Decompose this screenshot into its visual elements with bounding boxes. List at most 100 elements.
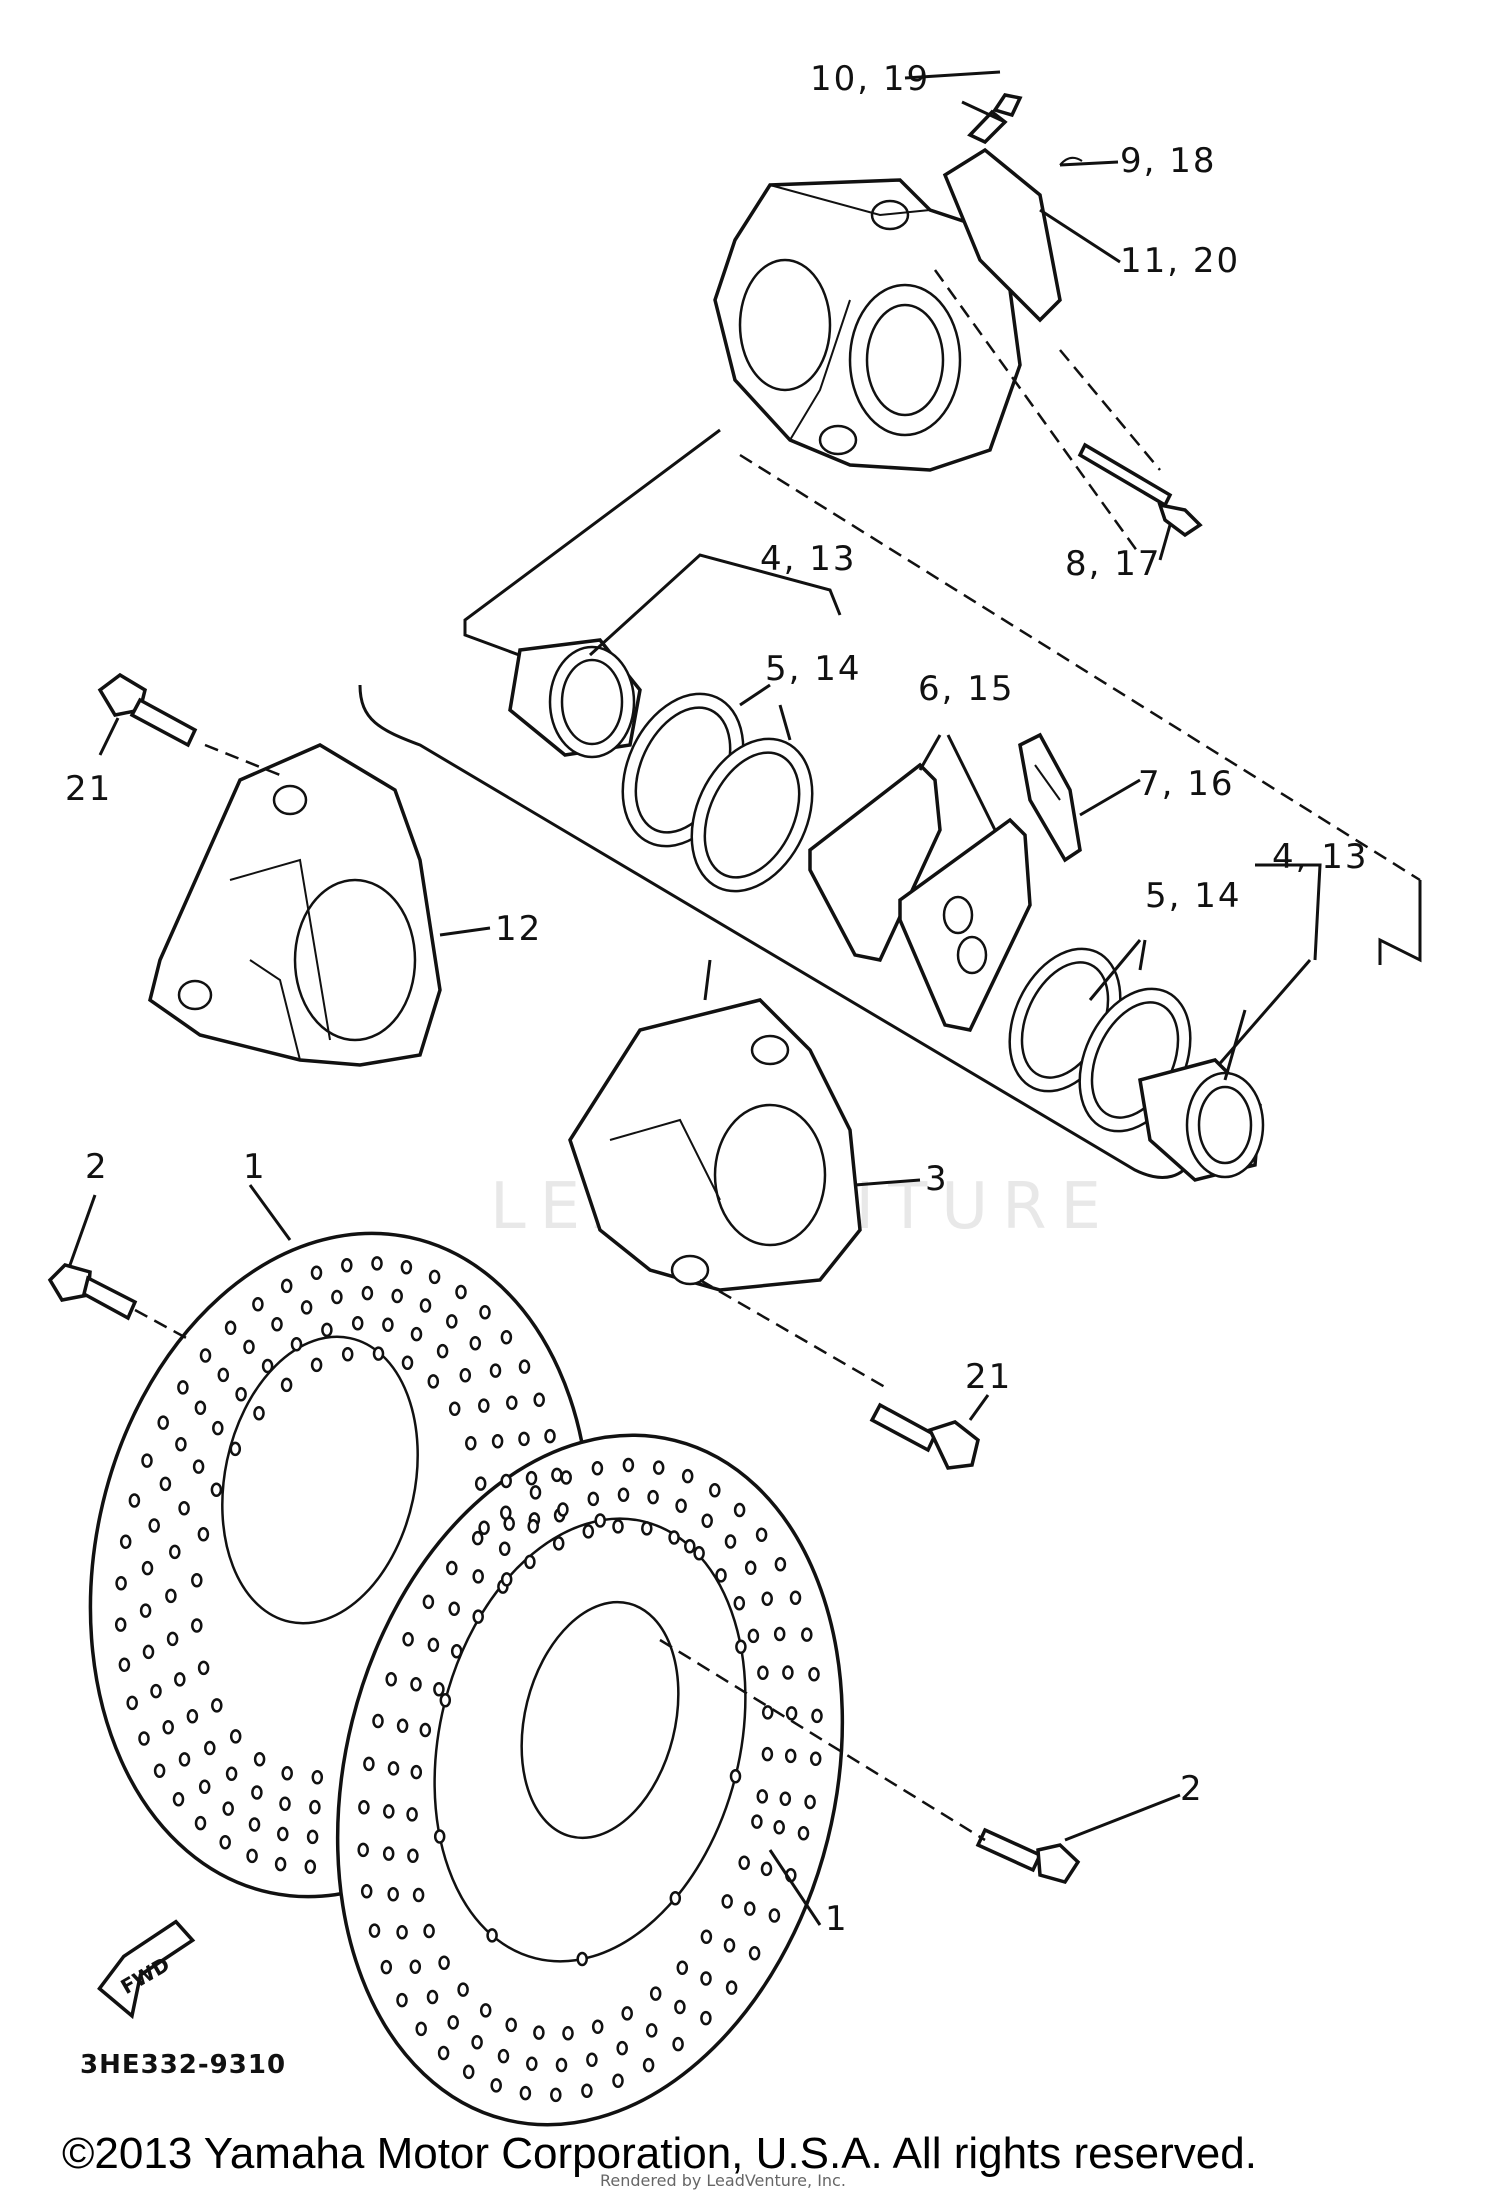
vent-hole — [253, 1406, 265, 1421]
vent-hole — [500, 1473, 512, 1489]
vent-hole — [526, 2056, 538, 2072]
bolt-21-right — [869, 1402, 980, 1470]
vent-hole — [562, 2025, 574, 2041]
vent-hole — [761, 1705, 774, 1720]
vent-hole — [139, 1603, 152, 1618]
callout-21-left: 21 — [65, 769, 112, 809]
vent-hole — [197, 1660, 210, 1676]
seal-5-14-right — [1008, 947, 1192, 1133]
vent-hole — [505, 2017, 517, 2033]
vent-hole — [768, 1908, 781, 1923]
vent-hole — [281, 1765, 293, 1781]
vent-hole — [497, 2048, 510, 2064]
vent-hole — [192, 1459, 205, 1474]
pad-spring-7-16 — [1018, 732, 1082, 863]
vent-hole — [616, 2040, 628, 2056]
vent-hole — [178, 1501, 190, 1516]
vent-hole — [809, 1751, 822, 1766]
vent-hole — [406, 1807, 418, 1822]
vent-hole — [174, 1672, 186, 1687]
vent-hole — [382, 1846, 395, 1861]
vent-hole — [300, 1300, 313, 1315]
vent-hole — [387, 1761, 400, 1776]
vent-hole — [544, 1428, 556, 1444]
vent-hole — [693, 1546, 705, 1561]
vent-hole — [724, 1534, 737, 1549]
vent-hole — [410, 1764, 423, 1780]
vent-hole — [527, 1518, 539, 1534]
seal-5-14-top — [621, 692, 814, 893]
vent-hole — [684, 1538, 696, 1554]
vent-hole — [469, 1336, 482, 1351]
vent-hole — [363, 1756, 375, 1772]
vent-hole — [500, 1505, 512, 1520]
vent-hole — [252, 1297, 264, 1312]
vent-hole — [582, 1524, 595, 1539]
callout-2-right: 2 — [1180, 1769, 1204, 1809]
vent-hole — [385, 1671, 397, 1687]
vent-hole — [533, 2025, 545, 2040]
vent-hole — [450, 1643, 463, 1659]
vent-hole — [700, 1971, 712, 1986]
vent-hole — [407, 1848, 419, 1863]
vent-hole — [321, 1322, 333, 1338]
vent-hole — [290, 1337, 303, 1352]
vent-hole — [733, 1595, 746, 1611]
vent-hole — [446, 1560, 458, 1576]
vent-hole — [178, 1752, 191, 1767]
vent-hole — [524, 1554, 536, 1570]
vent-hole — [645, 2023, 658, 2038]
vent-hole — [142, 1644, 155, 1660]
vent-hole — [310, 1357, 323, 1373]
vent-hole — [785, 1706, 798, 1721]
vent-hole — [261, 1358, 274, 1374]
vent-hole — [472, 1569, 484, 1584]
vent-hole — [219, 1834, 231, 1850]
vent-hole — [478, 1398, 490, 1413]
vent-hole — [309, 1799, 321, 1815]
vent-hole — [311, 1770, 324, 1785]
vent-hole — [518, 1359, 531, 1374]
vent-hole — [779, 1791, 792, 1807]
bolt-2-right — [975, 1827, 1081, 1885]
vent-hole — [438, 1955, 450, 1971]
vent-hole — [153, 1763, 166, 1779]
vent-hole — [410, 1326, 423, 1342]
vent-hole — [641, 1521, 653, 1536]
piston-4-13-top — [508, 638, 642, 759]
vent-hole — [811, 1708, 823, 1724]
vent-hole — [498, 1541, 511, 1556]
vent-hole — [341, 1258, 353, 1273]
vent-hole — [162, 1720, 174, 1735]
vent-hole — [773, 1626, 786, 1642]
vent-hole — [723, 1938, 736, 1953]
vent-hole — [701, 1513, 713, 1528]
vent-hole — [361, 1285, 374, 1301]
vent-hole — [169, 1544, 181, 1560]
vent-hole — [197, 1527, 210, 1542]
brake-pad-6-15 — [808, 762, 1032, 1032]
vent-hole — [557, 1502, 569, 1517]
vent-hole — [235, 1386, 247, 1402]
vent-hole — [784, 1748, 797, 1764]
vent-hole — [715, 1568, 727, 1583]
vent-hole — [118, 1657, 131, 1672]
vent-hole — [586, 2052, 598, 2067]
vent-hole — [489, 1363, 502, 1378]
vent-hole — [735, 1639, 747, 1654]
vent-hole — [412, 1887, 425, 1903]
vent-hole — [500, 1572, 513, 1587]
vent-hole — [552, 1536, 565, 1551]
callout-4-13-right: 4, 13 — [1272, 837, 1369, 877]
piston-4-13-right — [1138, 1058, 1265, 1182]
vent-hole — [725, 1980, 738, 1995]
forward-arrow-icon: FWD — [97, 1919, 196, 2020]
vent-hole — [446, 1314, 458, 1329]
vent-hole — [138, 1731, 150, 1746]
vent-hole — [591, 2019, 604, 2034]
vent-hole — [246, 1848, 258, 1864]
vent-hole — [396, 1992, 408, 2008]
vent-hole — [760, 1861, 773, 1877]
callout-12: 12 — [495, 909, 542, 949]
vent-hole — [304, 1859, 317, 1874]
